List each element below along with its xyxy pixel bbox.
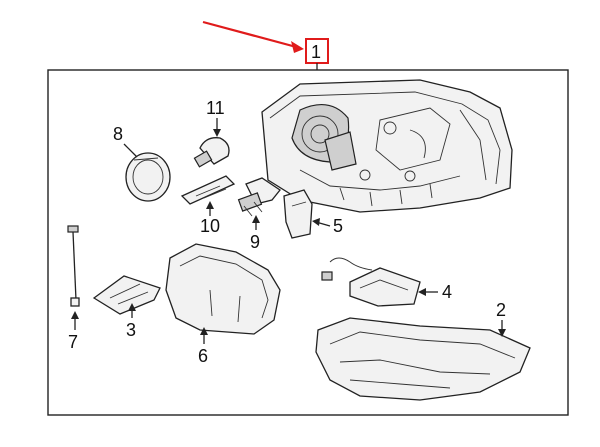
callout-10[interactable]: 10 [200,216,220,236]
callout-6-arrow [200,327,208,335]
callout-6[interactable]: 6 [198,346,208,366]
control-module-icon[interactable] [321,257,421,307]
red-arrow-head [291,41,304,53]
rear-cover-icon[interactable] [165,243,281,335]
callout-7-arrow [71,311,79,319]
callout-3-arrow [128,303,136,311]
callout-4-arrow [418,288,426,296]
lower-bracket-icon[interactable] [315,317,531,401]
callout-3[interactable]: 3 [126,320,136,340]
diagram-frame [47,69,569,416]
callout-2[interactable]: 2 [496,300,506,320]
callout-1: 1 [311,42,321,62]
callout-4[interactable]: 4 [442,282,452,302]
callout-7[interactable]: 7 [68,332,78,352]
headlamp-assembly-icon[interactable] [261,79,513,213]
mount-bracket-icon[interactable] [92,275,161,315]
callout-5[interactable]: 5 [333,216,343,236]
red-arrow-line [202,20,301,50]
callout-8-leader [123,143,138,158]
callout-5-arrow [312,218,320,226]
wire-harness-icon[interactable] [67,225,80,307]
bulb-socket-icon[interactable] [283,189,313,239]
halogen-bulb-icon[interactable] [237,177,281,217]
callout-9-arrow [252,215,260,223]
callout-1-group[interactable]: 1 [202,20,329,70]
side-bulb-holder-icon[interactable] [180,175,236,205]
callout-9[interactable]: 9 [250,232,260,252]
small-bulb-icon[interactable] [193,137,230,168]
callout-10-arrow [206,201,214,209]
callout-11[interactable]: 11 [206,98,225,118]
access-cap-icon[interactable] [125,152,171,202]
callout-8[interactable]: 8 [113,124,123,144]
callout-2-arrow [498,329,506,337]
callout-11-arrow [213,129,221,137]
